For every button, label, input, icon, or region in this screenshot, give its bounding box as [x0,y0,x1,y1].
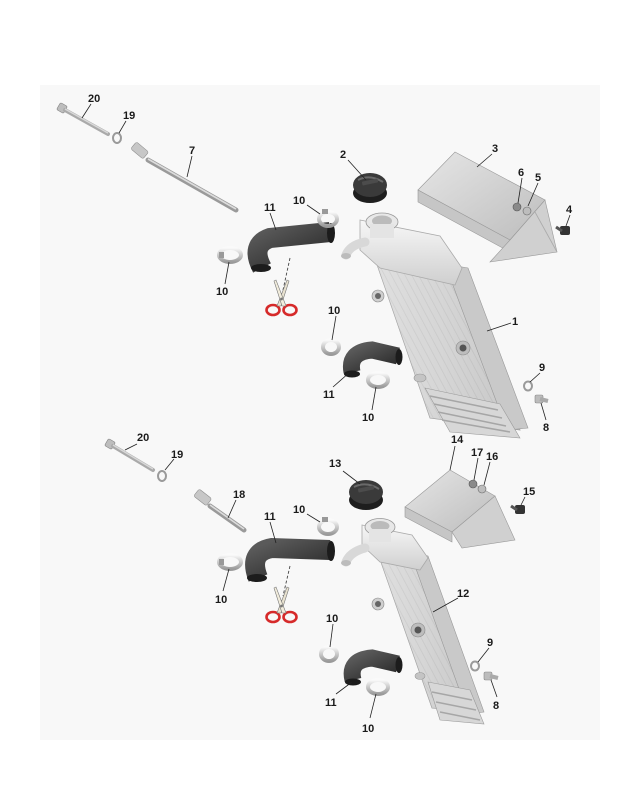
callout-10-top-c: 10 [328,305,340,317]
radiator-part-12 [341,518,485,725]
callout-11-top-upper: 11 [264,202,276,214]
upper-hose-part-11-top [247,222,335,273]
clamp-part-10-bottom-b [217,553,243,571]
washer-part-9-top [523,380,533,392]
callout-14: 14 [451,434,464,446]
callout-labels-bottom: 20 19 14 17 16 13 18 15 11 10 10 12 10 9… [137,432,535,735]
bolt-part-15 [510,504,525,514]
callout-20-top: 20 [88,93,100,105]
washer-part-19-bottom [157,470,167,482]
callout-19-bottom: 19 [171,449,183,461]
callout-10-bottom-b: 10 [215,594,227,606]
callout-labels-top: 20 19 7 2 3 6 5 4 11 10 10 1 10 9 11 10 … [88,93,573,434]
washer-part-9-bottom [470,660,480,672]
bolt-part-8-bottom [483,671,499,681]
callout-10-bottom-c: 10 [326,613,338,625]
clamp-part-10-top-b [217,246,243,264]
callout-9-top: 9 [539,362,545,374]
callout-10-top-a: 10 [293,195,305,207]
radiator-cap-part-13 [349,480,383,510]
callout-10-bottom-d: 10 [362,723,374,735]
radiator-part-1 [341,212,529,439]
callout-17: 17 [471,447,483,459]
callout-13: 13 [329,458,341,470]
upper-hose-part-11-bottom [245,537,335,582]
clamp-part-10-bottom-d [366,678,390,696]
bolt-part-20-top [56,102,110,136]
callout-11-top-lower: 11 [323,389,335,401]
clamp-part-10-bottom-a [317,517,339,536]
bolt-part-20-bottom [104,438,155,472]
top-view-backdrop [40,85,600,435]
callout-7: 7 [189,145,195,157]
clamp-part-10-top-c [321,338,341,356]
callout-20-bottom: 20 [137,432,149,444]
top-assembly [56,102,570,439]
washer-part-5-top [522,206,532,216]
leader-lines [81,103,571,719]
rod-part-7 [131,142,239,213]
callout-15: 15 [523,486,535,498]
radiator-cap-part-2 [353,173,387,203]
nut-part-17 [468,479,478,489]
callout-5-top: 5 [535,172,541,184]
clamp-part-10-bottom-c [319,645,339,663]
callout-8-bottom: 8 [493,700,499,712]
washer-part-19-top [112,132,122,144]
callout-1: 1 [512,316,518,328]
callout-10-bottom-a: 10 [293,504,305,516]
callout-19-top: 19 [123,110,135,122]
callout-16: 16 [486,451,498,463]
callout-11-bottom-lower: 11 [325,697,337,709]
callout-12: 12 [457,588,469,600]
callout-10-top-b: 10 [216,286,228,298]
nut-part-6-top [512,202,522,212]
bracket-part-3 [417,151,558,263]
callout-3: 3 [492,143,498,155]
clamp-part-10-top-d [366,371,390,389]
bottom-view-backdrop [40,430,600,740]
callout-10-top-d: 10 [362,412,374,424]
bottom-assembly [104,438,525,725]
rod-part-18 [194,489,247,533]
bolt-part-4 [555,225,570,235]
callout-2: 2 [340,149,346,161]
clamp-part-10-top-a [317,209,339,228]
callout-9-bottom: 9 [487,637,493,649]
lower-hose-part-11-top [342,341,403,378]
callout-11-bottom-upper: 11 [264,511,276,523]
callout-8-top: 8 [543,422,549,434]
bolt-part-8-top [534,394,549,404]
callout-4: 4 [566,204,573,216]
callout-18: 18 [233,489,245,501]
callout-6-top: 6 [518,167,524,179]
washer-part-16 [477,484,487,494]
